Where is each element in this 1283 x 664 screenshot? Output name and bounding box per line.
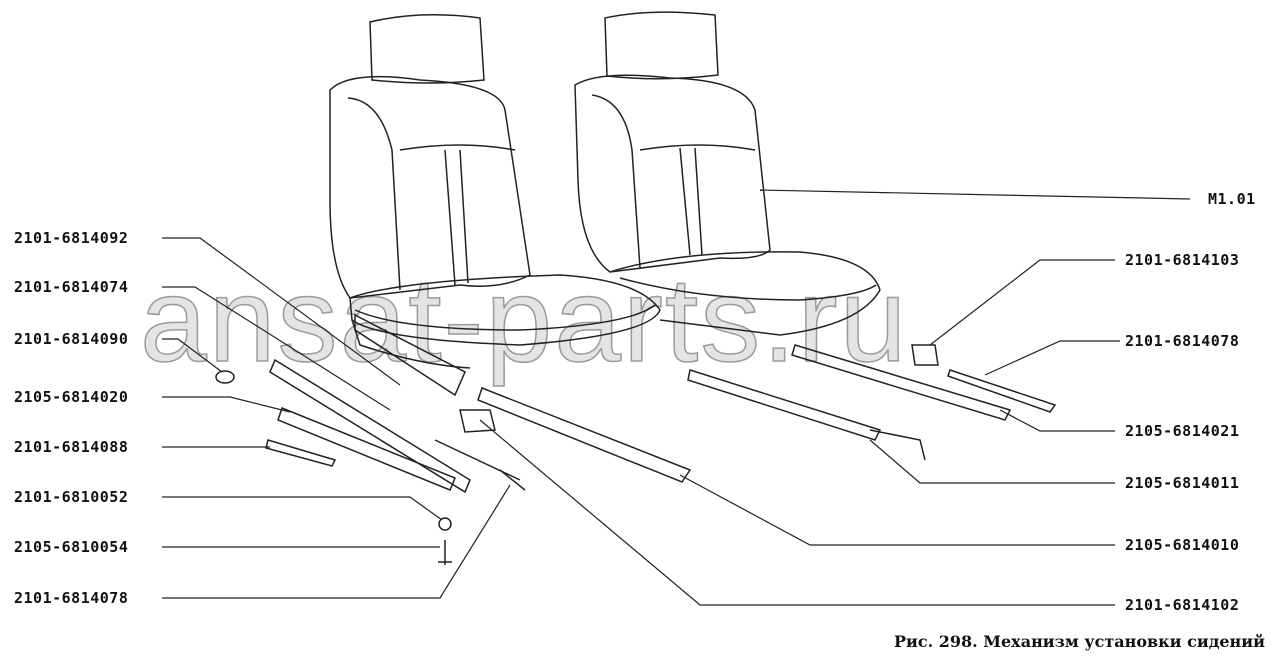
figure-caption: Рис. 298. Механизм установки сидений	[893, 632, 1265, 651]
part-label: 2101-6810052	[14, 488, 129, 506]
right-seat	[574, 11, 881, 336]
left-seat	[329, 14, 661, 369]
part-label: 2101-6814078	[1125, 332, 1240, 350]
parts	[215, 313, 1057, 565]
part-label: 2101-6814090	[14, 330, 129, 348]
part-label: 2105-6810054	[14, 538, 129, 556]
part-label: 2101-6814074	[14, 278, 129, 296]
part-label: 2101-6814078	[14, 589, 129, 607]
part-label: 2105-6814021	[1125, 422, 1240, 440]
part-label: 2101-6814103	[1125, 251, 1240, 269]
part-label: 2101-6814102	[1125, 596, 1240, 614]
part-label: 2101-6814088	[14, 438, 129, 456]
part-label: 2105-6814020	[14, 388, 129, 406]
leader-lines	[162, 189, 1191, 606]
part-label: 2101-6814092	[14, 229, 129, 247]
part-label: 2105-6814011	[1125, 474, 1240, 492]
part-label: 2105-6814010	[1125, 536, 1240, 554]
part-label: M1.01	[1208, 190, 1256, 208]
